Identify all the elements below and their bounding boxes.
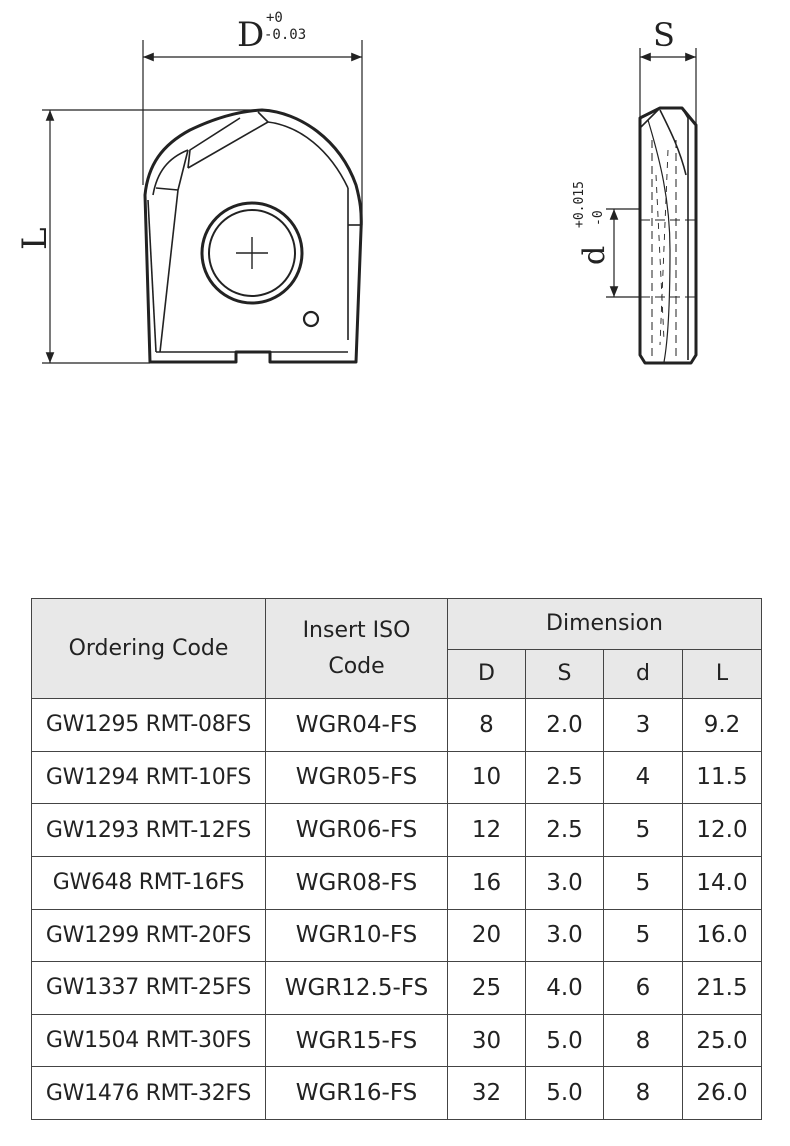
s-dimension [639,48,697,125]
d-dimension [142,40,363,225]
table-row: GW1293 RMT-12FS WGR06-FS 12 2.5 5 12.0 [31,803,763,857]
ordering-code-cell: GW648 RMT-16FS [31,855,266,910]
d-cell: 30 [447,1013,526,1068]
l-cell: 16.0 [681,908,763,963]
header-l: L [681,649,763,699]
header-insert-iso-code: Insert ISO Code [265,598,448,699]
l-cell: 12.0 [681,803,763,857]
header-insert-iso-line2: Code [328,653,385,679]
pin-hole [302,310,320,328]
insert-drawing: D +0 -0.03 L S d +0.015 -0 [15,10,698,365]
s-cell: 2.0 [525,698,604,752]
l-cell: 26.0 [681,1066,763,1120]
d-cell: 8 [447,698,526,752]
small-d-label: d [577,246,612,265]
header-d: D [447,649,526,699]
small-d-cell: 5 [603,803,683,857]
d-cell: 16 [447,855,526,910]
table-row: GW1295 RMT-08FS WGR04-FS 8 2.0 3 9.2 [31,698,763,752]
iso-code-cell: WGR16-FS [265,1066,448,1120]
l-dimension [42,109,262,364]
table-row: GW1504 RMT-30FS WGR15-FS 30 5.0 8 25.0 [31,1013,763,1068]
small-d-tolerance-upper: +0.015 [572,181,587,228]
small-d-cell: 5 [603,855,683,910]
l-label: L [15,227,55,250]
iso-code-cell: WGR10-FS [265,908,448,963]
header-dimension: Dimension [446,598,763,650]
small-d-cell: 3 [603,698,683,752]
ordering-code-cell: GW1294 RMT-10FS [31,750,266,805]
iso-code-cell: WGR08-FS [265,855,448,910]
side-outline [638,106,698,365]
l-cell: 14.0 [681,855,763,910]
small-d-cell: 8 [603,1013,683,1068]
table-row: GW1337 RMT-25FS WGR12.5-FS 25 4.0 6 21.5 [31,961,763,1015]
header-small-d: d [603,649,683,699]
d-cell: 20 [447,908,526,963]
small-d-dimension [606,208,640,298]
s-cell: 2.5 [525,750,604,805]
ordering-code-cell: GW1299 RMT-20FS [31,908,266,963]
s-cell: 5.0 [525,1013,604,1068]
header-ordering-code: Ordering Code [31,598,266,699]
s-cell: 3.0 [525,908,604,963]
l-cell: 11.5 [681,750,763,805]
d-tolerance-upper: +0 [266,10,283,26]
table-row: GW648 RMT-16FS WGR08-FS 16 3.0 5 14.0 [31,855,763,910]
l-cell: 21.5 [681,961,763,1015]
header-s: S [525,649,604,699]
ordering-code-cell: GW1476 RMT-32FS [31,1066,266,1120]
small-d-tolerance-lower: -0 [591,210,606,226]
side-view [638,106,698,365]
front-view [143,108,363,364]
d-cell: 32 [447,1066,526,1120]
table-row: GW1476 RMT-32FS WGR16-FS 32 5.0 8 26.0 [31,1066,763,1120]
iso-code-cell: WGR12.5-FS [265,961,448,1015]
insert-outline [143,108,363,364]
mounting-hole [200,201,304,305]
small-d-cell: 5 [603,908,683,963]
small-d-cell: 8 [603,1066,683,1120]
d-label: D [237,15,264,55]
d-cell: 10 [447,750,526,805]
iso-code-cell: WGR06-FS [265,803,448,857]
ordering-code-cell: GW1293 RMT-12FS [31,803,266,857]
d-cell: 25 [447,961,526,1015]
l-cell: 9.2 [681,698,763,752]
small-d-cell: 4 [603,750,683,805]
insert-spec-table: Ordering Code Insert ISO Code Dimension … [31,598,763,1120]
table-row: GW1299 RMT-20FS WGR10-FS 20 3.0 5 16.0 [31,908,763,963]
ordering-code-cell: GW1504 RMT-30FS [31,1013,266,1068]
iso-code-cell: WGR15-FS [265,1013,448,1068]
table-row: GW1294 RMT-10FS WGR05-FS 10 2.5 4 11.5 [31,750,763,805]
s-label: S [653,16,675,54]
s-cell: 3.0 [525,855,604,910]
header-insert-iso-line1: Insert ISO [302,618,411,644]
ordering-code-cell: GW1295 RMT-08FS [31,698,266,752]
iso-code-cell: WGR04-FS [265,698,448,752]
ordering-code-cell: GW1337 RMT-25FS [31,961,266,1015]
s-cell: 5.0 [525,1066,604,1120]
iso-code-cell: WGR05-FS [265,750,448,805]
d-cell: 12 [447,803,526,857]
small-d-cell: 6 [603,961,683,1015]
s-cell: 2.5 [525,803,604,857]
d-tolerance-lower: -0.03 [264,27,306,43]
s-cell: 4.0 [525,961,604,1015]
l-cell: 25.0 [681,1013,763,1068]
